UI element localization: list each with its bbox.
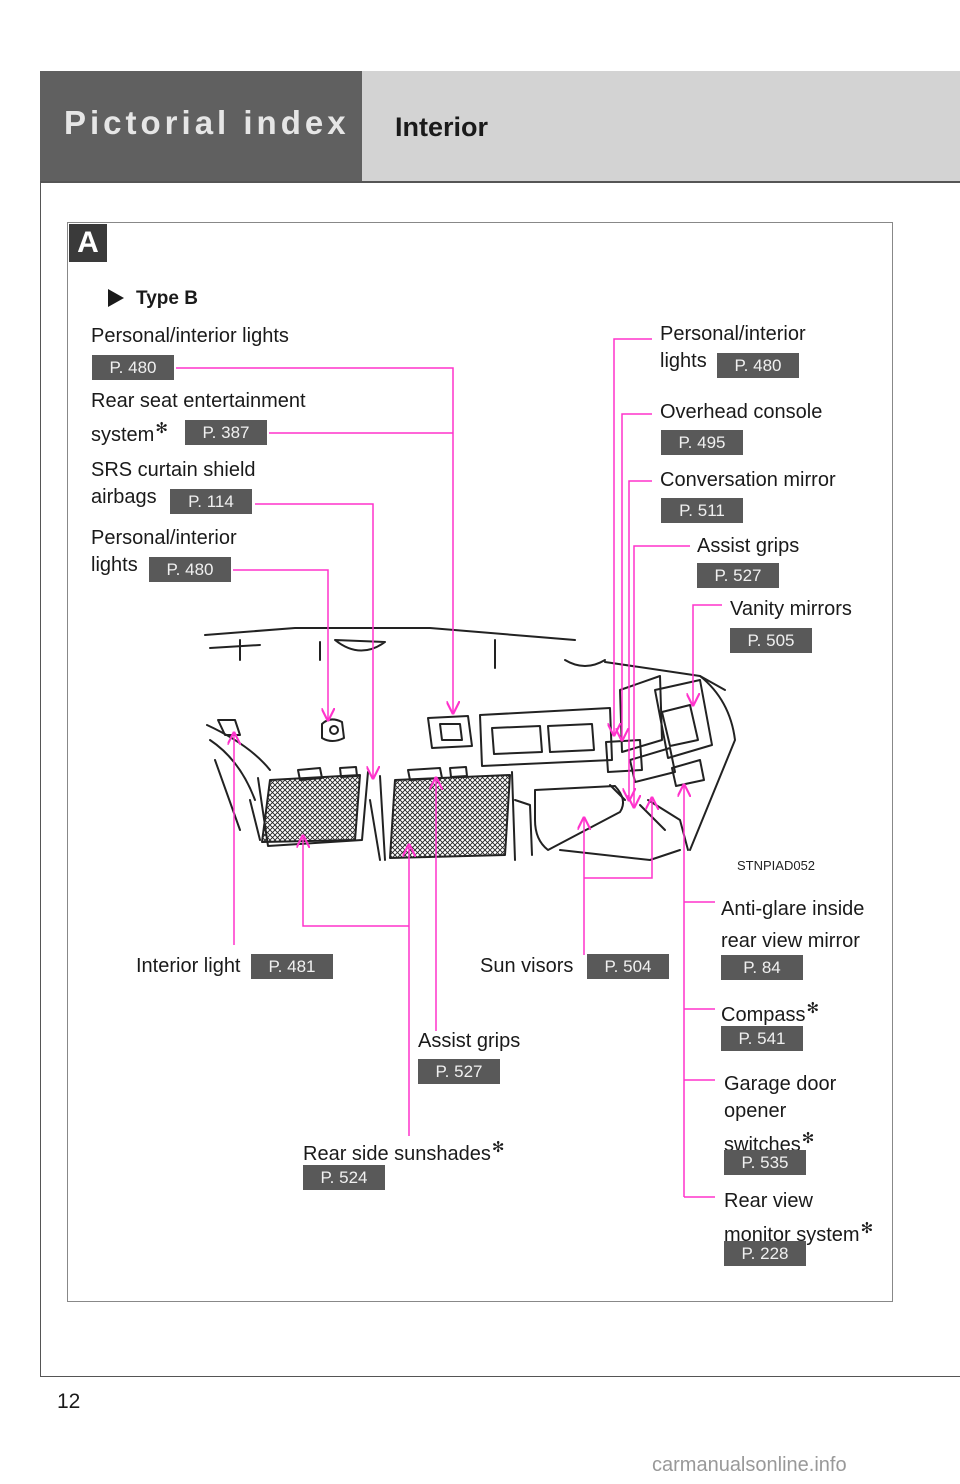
- callout-vanity-mirrors: Vanity mirrors: [730, 596, 852, 623]
- play-triangle-icon: [108, 289, 124, 307]
- callout-overhead-console: Overhead console: [660, 399, 822, 426]
- callout-rear-view-monitor: Rear view monitor system✻: [724, 1188, 873, 1249]
- callout-text: Interior light: [136, 955, 241, 977]
- header-divider: [40, 181, 960, 183]
- callout-text: Rear view: [724, 1190, 813, 1212]
- callout-text: Personal/interior: [660, 323, 806, 345]
- callout-text: Compass: [721, 1004, 806, 1026]
- callout-personal-interior-lights-3: Personal/interior lights: [660, 321, 806, 375]
- page-ref-rear-seat-entertainment[interactable]: P. 387: [185, 420, 267, 445]
- header-subsection-band: [362, 71, 960, 181]
- callout-text: Personal/interior lights: [91, 325, 289, 347]
- callout-rear-seat-entertainment: Rear seat entertainment system✻: [91, 388, 306, 449]
- callout-text: system: [91, 424, 155, 446]
- image-code: STNPIAD052: [737, 858, 816, 873]
- header-section-band: [40, 71, 362, 181]
- callout-sun-visors: Sun visors: [480, 953, 573, 980]
- callout-assist-grips-1: Assist grips: [697, 533, 799, 560]
- callout-text: Rear seat entertainment: [91, 390, 306, 412]
- page-ref-overhead-console[interactable]: P. 495: [661, 430, 743, 455]
- page-ref-personal-interior-lights-3[interactable]: P. 480: [717, 353, 799, 378]
- vehicle-roof-drawing: [204, 627, 736, 861]
- page-ref-personal-interior-lights-2[interactable]: P. 480: [149, 557, 231, 582]
- callout-conversation-mirror: Conversation mirror: [660, 467, 836, 494]
- callout-rear-side-sunshades: Rear side sunshades✻: [303, 1134, 504, 1168]
- callout-text: Rear side sunshades: [303, 1143, 491, 1165]
- callout-text: SRS curtain shield: [91, 459, 256, 481]
- page-ref-compass[interactable]: P. 541: [721, 1026, 803, 1051]
- asterisk-icon: ✻: [860, 1220, 874, 1237]
- callout-text: lights: [660, 350, 707, 372]
- page-ref-assist-grips-1[interactable]: P. 527: [697, 563, 779, 588]
- asterisk-icon: ✻: [155, 420, 168, 437]
- page-ref-garage-door-opener[interactable]: P. 535: [724, 1150, 806, 1175]
- callout-compass: Compass✻: [721, 995, 819, 1029]
- asterisk-icon: ✻: [806, 1000, 820, 1017]
- callout-text: monitor system: [724, 1224, 860, 1246]
- callout-text: Assist grips: [697, 535, 800, 557]
- asterisk-icon: ✻: [801, 1130, 815, 1147]
- callout-text: Assist grips: [418, 1030, 521, 1052]
- callout-text: lights: [91, 554, 138, 576]
- type-label: Type B: [108, 288, 198, 310]
- callout-text: rear view mirror: [721, 930, 860, 952]
- subsection-title: Interior: [395, 112, 489, 142]
- figure-badge: A: [69, 224, 107, 262]
- page-ref-rear-view-monitor[interactable]: P. 228: [724, 1241, 806, 1266]
- page-ref-rear-side-sunshades[interactable]: P. 524: [303, 1165, 385, 1190]
- callout-lines: [176, 338, 722, 1198]
- page-number: 12: [57, 1390, 81, 1413]
- page-ref-assist-grips-2[interactable]: P. 527: [418, 1059, 500, 1084]
- watermark: carmanualsonline.info: [652, 1454, 847, 1476]
- callout-text: Vanity mirrors: [730, 598, 852, 620]
- callout-personal-interior-lights-1: Personal/interior lights: [91, 323, 289, 350]
- callout-text: Garage door: [724, 1073, 837, 1095]
- page-ref-conversation-mirror[interactable]: P. 511: [661, 498, 743, 523]
- callout-assist-grips-2: Assist grips: [418, 1028, 520, 1055]
- callout-text: Personal/interior: [91, 527, 237, 549]
- type-label-text: Type B: [136, 288, 198, 309]
- callout-text: opener: [724, 1100, 787, 1122]
- asterisk-icon: ✻: [491, 1139, 505, 1156]
- section-title: Pictorial index: [64, 104, 350, 141]
- page-ref-interior-light[interactable]: P. 481: [251, 954, 333, 979]
- callout-personal-interior-lights-2: Personal/interior lights: [91, 525, 237, 579]
- callout-anti-glare-mirror: Anti-glare inside rear view mirror: [721, 893, 864, 957]
- page-ref-vanity-mirrors[interactable]: P. 505: [730, 628, 812, 653]
- callout-text: airbags: [91, 486, 157, 508]
- page-ref-anti-glare-mirror[interactable]: P. 84: [721, 955, 803, 980]
- callout-text: Sun visors: [480, 955, 574, 977]
- callout-interior-light: Interior light: [136, 953, 241, 980]
- page-ref-personal-interior-lights-1[interactable]: P. 480: [92, 355, 174, 380]
- callout-text: Anti-glare inside: [721, 898, 865, 920]
- page-ref-srs-curtain-shield-airbags[interactable]: P. 114: [170, 489, 252, 514]
- page-ref-sun-visors[interactable]: P. 504: [587, 954, 669, 979]
- callout-srs-curtain-shield-airbags: SRS curtain shield airbags: [91, 457, 256, 511]
- callout-text: Overhead console: [660, 401, 823, 423]
- figure-box: [67, 222, 893, 1302]
- callout-text: Conversation mirror: [660, 469, 836, 491]
